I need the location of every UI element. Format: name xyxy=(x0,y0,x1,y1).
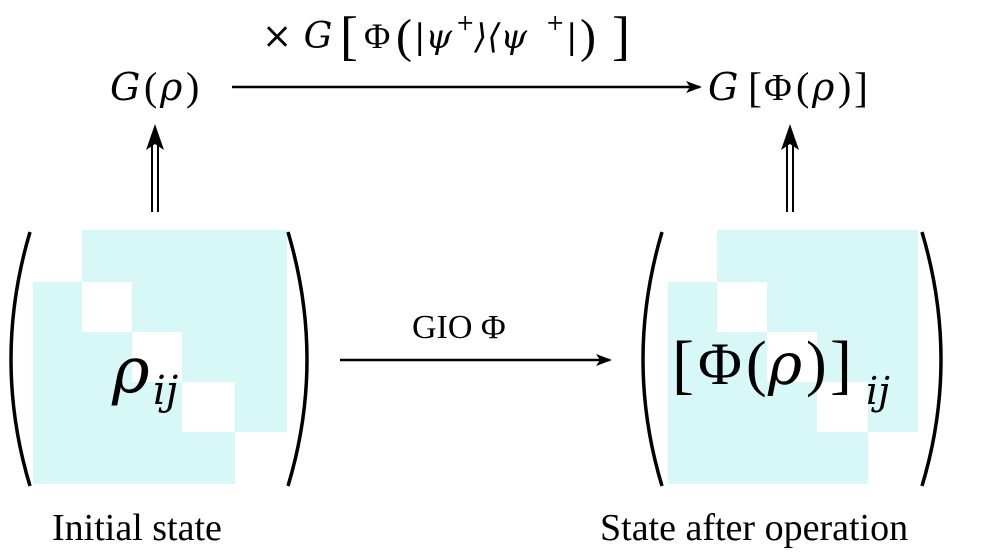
g-symbol: G xyxy=(110,65,140,109)
top-right-label: G [ Φ ( ρ ) ] xyxy=(708,64,868,112)
rho-symbol: ρ xyxy=(159,65,183,109)
right-bracket: ] xyxy=(854,66,868,112)
bra-plus-superscript: + xyxy=(546,11,564,36)
implies-up-arrow-icon xyxy=(781,124,799,212)
open-paren: ( xyxy=(796,64,809,109)
diagonal-block xyxy=(182,382,235,432)
big-open-paren: ( xyxy=(396,10,412,63)
big-right-bracket: ] xyxy=(612,6,630,66)
left-bracket: [ xyxy=(672,328,694,401)
close-paren: ) xyxy=(838,64,851,109)
left-matrix: ρ ij xyxy=(9,230,309,487)
top-left-label: G ( ρ ) xyxy=(110,64,199,109)
phi-symbol: Φ xyxy=(364,16,390,56)
times-g: × G xyxy=(262,16,332,57)
phi-symbol: Φ xyxy=(764,67,792,109)
gio-label: GIO Φ xyxy=(412,309,506,346)
g-symbol: G xyxy=(708,65,738,109)
diagonal-block xyxy=(717,282,767,332)
diagonal-block xyxy=(817,382,868,432)
rho-symbol: ρ xyxy=(767,330,802,398)
top-arrow-label: × G [ Φ ( |ψ + ⟩⟨ψ + | ) ] xyxy=(262,6,630,66)
left-paren xyxy=(9,231,32,487)
right-bracket: ] xyxy=(830,328,852,401)
right-paren xyxy=(286,231,309,487)
initial-state-caption: Initial state xyxy=(52,507,222,549)
diagonal-block xyxy=(132,332,182,382)
ket-psi: |ψ xyxy=(414,17,452,57)
implies-up-arrow-icon xyxy=(146,124,164,212)
left-paren xyxy=(641,231,664,487)
right-paren xyxy=(920,231,943,487)
diagonal-block xyxy=(767,332,817,382)
close-paren: ) xyxy=(806,330,827,398)
left-bracket: [ xyxy=(748,66,762,112)
bra-bar: | xyxy=(566,17,577,57)
rho-symbol: ρ xyxy=(811,65,835,109)
ij-subscript: ij xyxy=(866,369,890,413)
open-paren: ( xyxy=(746,330,767,398)
big-close-paren: ) xyxy=(580,10,596,63)
ketbra-psi: ⟩⟨ψ xyxy=(473,17,528,57)
big-left-bracket: [ xyxy=(340,6,358,66)
phi-symbol: Φ xyxy=(698,331,742,397)
right-matrix: [ Φ ( ρ ) ] ij xyxy=(641,230,943,487)
rho-symbol: ρ xyxy=(111,334,150,408)
ij-subscript: ij xyxy=(153,368,178,414)
diagonal-block xyxy=(82,282,132,332)
open-paren: ( xyxy=(144,64,157,109)
close-paren: ) xyxy=(186,64,199,109)
ket-plus-superscript: + xyxy=(456,11,474,36)
state-after-operation-caption: State after operation xyxy=(600,507,908,549)
